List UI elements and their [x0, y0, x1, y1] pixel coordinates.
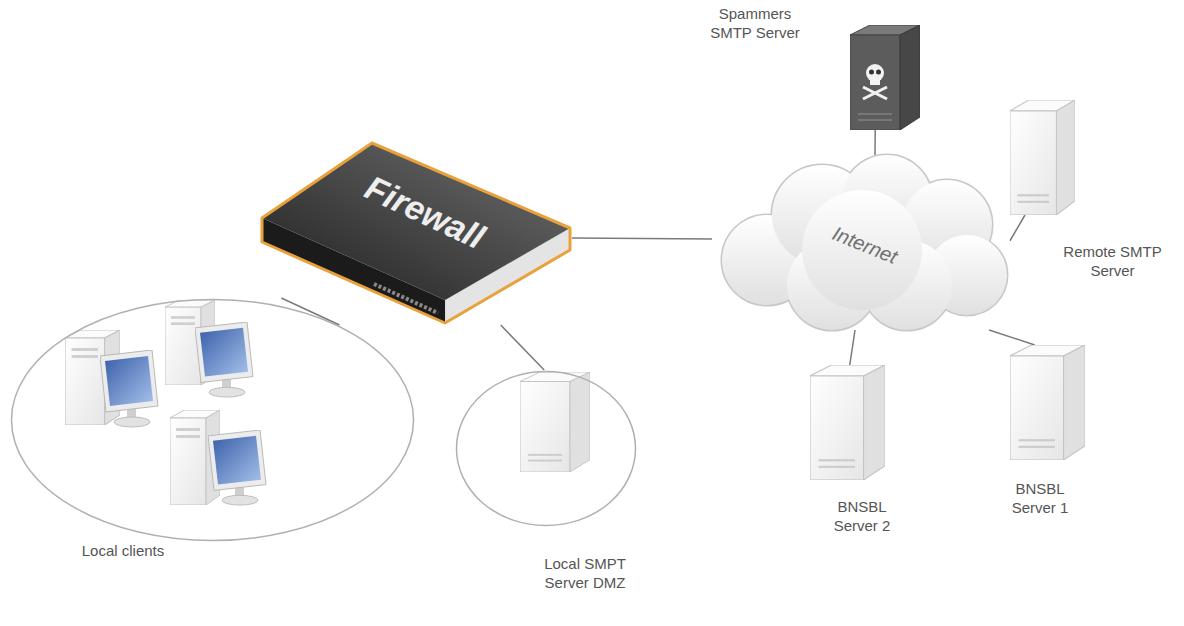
zone-outline — [12, 300, 414, 541]
node-shape — [455, 370, 637, 527]
node-label: BNSBL Server 2 — [827, 498, 897, 536]
dmz-server-icon — [520, 372, 590, 472]
firewall-outline — [262, 143, 570, 323]
network-link — [1010, 215, 1025, 241]
server-icon: Spammers SMTP Server — [850, 25, 920, 130]
node-label: Remote SMTP Server — [1050, 243, 1175, 281]
pc-monitor — [100, 350, 158, 427]
network-link — [850, 330, 855, 365]
zone-outline — [457, 372, 636, 526]
node-shape — [10, 298, 415, 542]
node-label: Local SMPT Server DMZ — [535, 555, 635, 593]
node-shape — [1010, 100, 1075, 215]
node-label: Spammers SMTP Server — [700, 5, 810, 43]
firewall-device: Firewall — [262, 140, 572, 325]
server-icon: BNSBL Server 2 — [810, 365, 885, 480]
client-computers — [65, 300, 266, 505]
server-graphic — [1010, 345, 1085, 460]
network-link — [572, 237, 712, 239]
server-graphic — [850, 25, 920, 130]
network-zone: Local SMPT Server DMZ — [455, 370, 637, 527]
network-link — [501, 325, 544, 370]
network-link — [989, 330, 1035, 345]
server-icon: BNSBL Server 1 — [1010, 345, 1085, 460]
pc-monitor — [208, 430, 266, 505]
node-shape — [1010, 345, 1085, 460]
pc-monitor — [195, 322, 253, 397]
node-shape — [262, 140, 572, 325]
network-link — [874, 130, 876, 155]
node-label: BNSBL Server 1 — [1005, 480, 1075, 518]
node-shape — [810, 365, 885, 480]
server-graphic — [810, 365, 885, 480]
server-icon: Remote SMTP Server — [1010, 100, 1075, 215]
firewall-ports — [374, 284, 438, 313]
server-graphic — [1010, 100, 1075, 215]
network-zone: Local clients — [10, 298, 415, 542]
node-label: Local clients — [58, 542, 188, 561]
network-link — [281, 298, 339, 325]
node-shape — [850, 25, 920, 130]
internet-cloud: Internet — [712, 155, 1010, 330]
